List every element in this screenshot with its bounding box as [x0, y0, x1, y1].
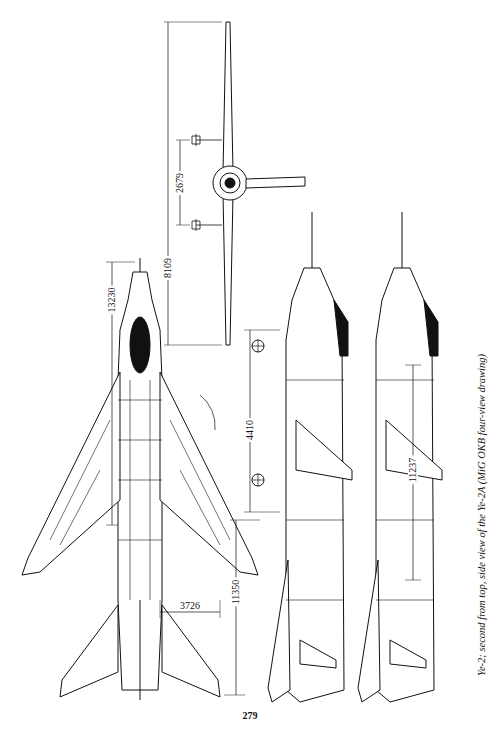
dimension: 11350: [231, 578, 241, 607]
dimension: 11237: [408, 456, 418, 485]
front-view: [164, 22, 305, 345]
dimension: 3726: [178, 601, 202, 611]
top-view: [22, 258, 260, 700]
dimension: 4410: [245, 418, 255, 442]
dimension: 8109: [163, 256, 173, 280]
dimension: 13230: [107, 286, 117, 315]
dimension: 2679: [175, 171, 185, 195]
side-view-ye-2a: [244, 212, 352, 702]
figure-caption: Ye-2; second from top, side view of the …: [477, 352, 488, 678]
side-view-ye-2: [358, 212, 442, 702]
page-number: 279: [241, 711, 260, 721]
